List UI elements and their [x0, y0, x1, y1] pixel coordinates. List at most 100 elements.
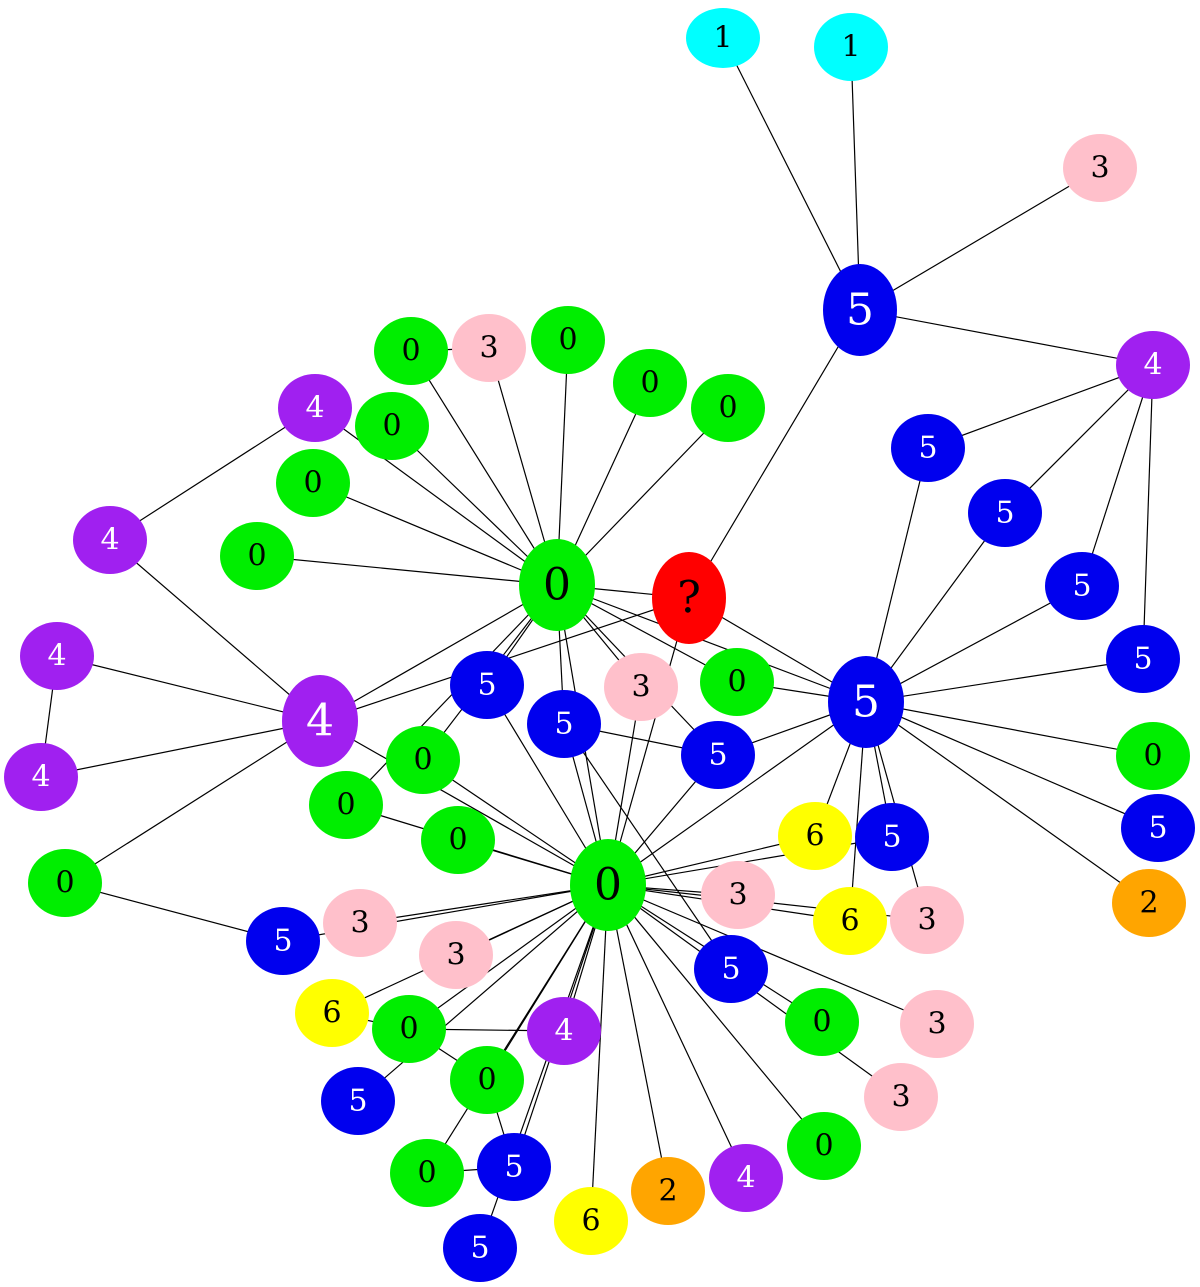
node-p2: 4	[73, 506, 147, 574]
node-circle	[386, 726, 460, 794]
node-circle	[686, 8, 760, 68]
node-label: 5	[882, 820, 901, 855]
node-g15: 0	[785, 988, 859, 1056]
node-o1: 2	[1112, 869, 1186, 937]
node-circle	[452, 314, 526, 382]
node-g13: 0	[421, 806, 495, 874]
node-circle	[323, 889, 397, 957]
node-label: 0	[401, 334, 420, 369]
node-label: 0	[448, 823, 467, 858]
node-circle	[531, 306, 605, 374]
node-label: 5	[1072, 569, 1091, 604]
node-g18: 0	[787, 1112, 861, 1180]
node-circle	[1116, 331, 1190, 399]
node-label: 0	[413, 743, 432, 778]
node-circle	[890, 886, 964, 954]
node-y2: 6	[813, 887, 887, 955]
node-B0: 5	[828, 656, 904, 748]
node-label: 5	[554, 707, 573, 742]
node-g1: 0	[374, 317, 448, 385]
node-circle	[276, 449, 350, 517]
edge-G1-g17	[426, 884, 609, 1174]
edge-B0-b4	[865, 658, 1144, 703]
node-circle	[477, 1133, 551, 1201]
node-k3: 3	[890, 886, 964, 954]
node-g10: 0	[386, 726, 460, 794]
node-circle	[450, 1046, 524, 1114]
node-label: 3	[479, 331, 498, 366]
node-G1: 0	[570, 839, 646, 931]
edge-P0-G1	[319, 720, 609, 886]
node-circle	[372, 995, 446, 1063]
node-label: 5	[995, 496, 1014, 531]
node-label: 6	[805, 819, 824, 854]
node-circle	[604, 653, 678, 721]
node-circle	[1121, 794, 1195, 862]
edge-G1-k7	[607, 884, 938, 1025]
node-label: 4	[100, 523, 119, 558]
node-circle	[443, 1214, 517, 1282]
node-circle	[419, 921, 493, 989]
node-label: 0	[814, 1129, 833, 1164]
node-circle	[20, 622, 94, 690]
node-circle	[778, 802, 852, 870]
node-circle	[787, 1112, 861, 1180]
node-circle	[823, 264, 897, 356]
node-G0: 0	[519, 539, 595, 631]
node-circle	[785, 988, 859, 1056]
node-label: 0	[1143, 739, 1162, 774]
node-label: 4	[306, 696, 334, 747]
node-g5: 0	[355, 392, 429, 460]
node-label: 0	[477, 1063, 496, 1098]
node-label: 0	[718, 391, 737, 426]
node-label: 5	[1148, 811, 1167, 846]
edge-b1-Pr	[927, 364, 1154, 449]
node-b2: 5	[968, 479, 1042, 547]
node-label: 0	[247, 539, 266, 574]
node-g8: 0	[1116, 722, 1190, 790]
node-label: 4	[554, 1014, 573, 1049]
node-label: 0	[417, 1156, 436, 1191]
node-label: 5	[708, 738, 727, 773]
edge-G0-g7	[256, 555, 558, 586]
node-label: 0	[55, 866, 74, 901]
node-circle	[900, 990, 974, 1058]
node-b12: 5	[246, 907, 320, 975]
edge-B0-o1	[865, 701, 1150, 904]
node-b13: 5	[321, 1067, 395, 1135]
edge-G1-k5	[359, 884, 609, 924]
node-circle	[694, 935, 768, 1003]
node-o2: 2	[631, 1157, 705, 1225]
node-circle	[709, 1144, 783, 1212]
node-b1: 5	[891, 414, 965, 482]
node-b14: 5	[477, 1133, 551, 1201]
node-k1: 3	[452, 314, 526, 382]
node-label: 0	[303, 466, 322, 501]
node-label: 0	[336, 788, 355, 823]
node-g16: 0	[450, 1046, 524, 1114]
edge-P0-g12	[64, 720, 321, 884]
node-label: 3	[927, 1007, 946, 1042]
node-label: 5	[918, 431, 937, 466]
node-label: 5	[477, 668, 496, 703]
node-circle	[309, 771, 383, 839]
node-circle	[691, 374, 765, 442]
node-circle	[1106, 625, 1180, 693]
edge-p1-p2	[109, 407, 316, 541]
edge-P0-p2	[109, 539, 321, 722]
node-circle	[700, 648, 774, 716]
edge-b3-Pr	[1081, 364, 1154, 587]
node-circle	[701, 861, 775, 929]
node-k2: 3	[604, 653, 678, 721]
node-circle	[321, 1067, 395, 1135]
node-label: 3	[917, 903, 936, 938]
node-label: 4	[305, 391, 324, 426]
node-y4: 6	[554, 1187, 628, 1255]
edge-Bt-Kt	[859, 167, 1101, 311]
node-circle	[246, 907, 320, 975]
node-g6: 0	[276, 449, 350, 517]
node-Bt: 5	[823, 264, 897, 356]
node-label: 0	[543, 560, 571, 611]
node-b4: 5	[1106, 625, 1180, 693]
